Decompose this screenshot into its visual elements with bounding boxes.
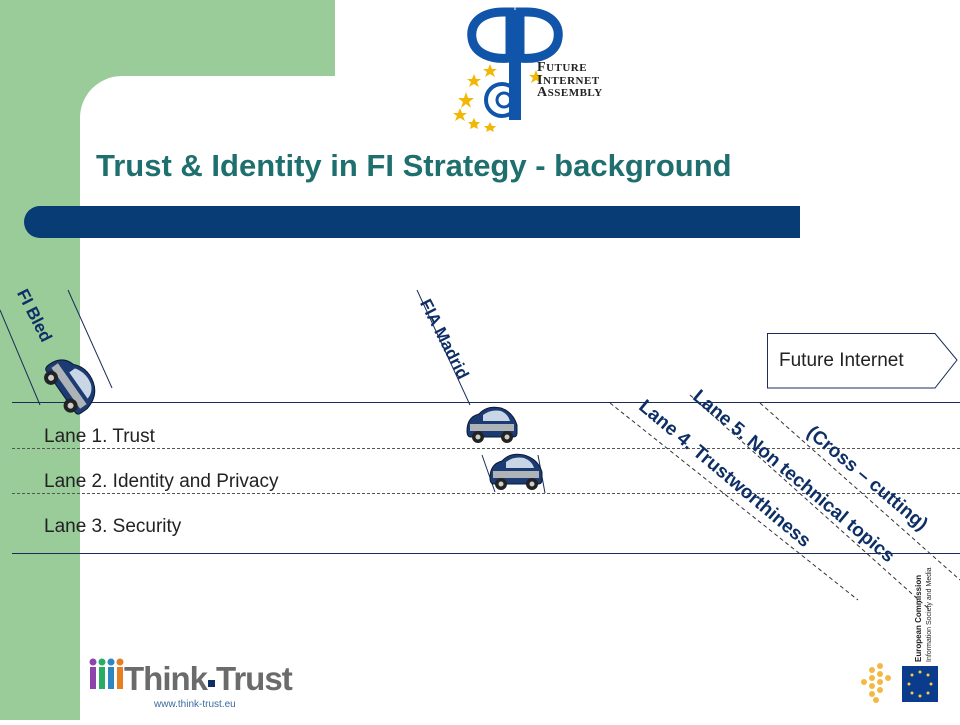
content-panel bbox=[80, 76, 960, 720]
car-lane1 bbox=[466, 406, 518, 443]
car-lane2 bbox=[489, 453, 543, 490]
european-commission-logo: European Commission Information Society … bbox=[858, 566, 960, 720]
lane-2-label: Lane 2. Identity and Privacy bbox=[44, 471, 279, 492]
road-bottom-line bbox=[12, 553, 960, 554]
ec-subtitle: Information Society and Media bbox=[926, 567, 933, 662]
think-trust-url: www.think-trust.eu bbox=[154, 699, 236, 710]
fia-logo-wordmark: FUTURE INTERNET ASSEMBLY bbox=[537, 60, 603, 100]
future-internet-label: Future Internet bbox=[779, 350, 904, 371]
think-trust-people-icon bbox=[89, 658, 124, 689]
wordmark-dot bbox=[208, 680, 215, 687]
ec-name: European Commission bbox=[914, 574, 923, 662]
road-top-line bbox=[12, 402, 960, 403]
lane-divider-2 bbox=[12, 493, 960, 494]
lane-1-label: Lane 1. Trust bbox=[44, 426, 155, 447]
lane-divider-1 bbox=[12, 448, 960, 449]
future-internet-assembly-logo bbox=[440, 4, 630, 132]
slide-title: Trust & Identity in FI Strategy - backgr… bbox=[96, 148, 732, 183]
car-fi-bled bbox=[44, 359, 96, 415]
lane-3-label: Lane 3. Security bbox=[44, 516, 182, 537]
title-underline-bar bbox=[24, 206, 800, 238]
future-internet-arrow bbox=[767, 333, 958, 389]
